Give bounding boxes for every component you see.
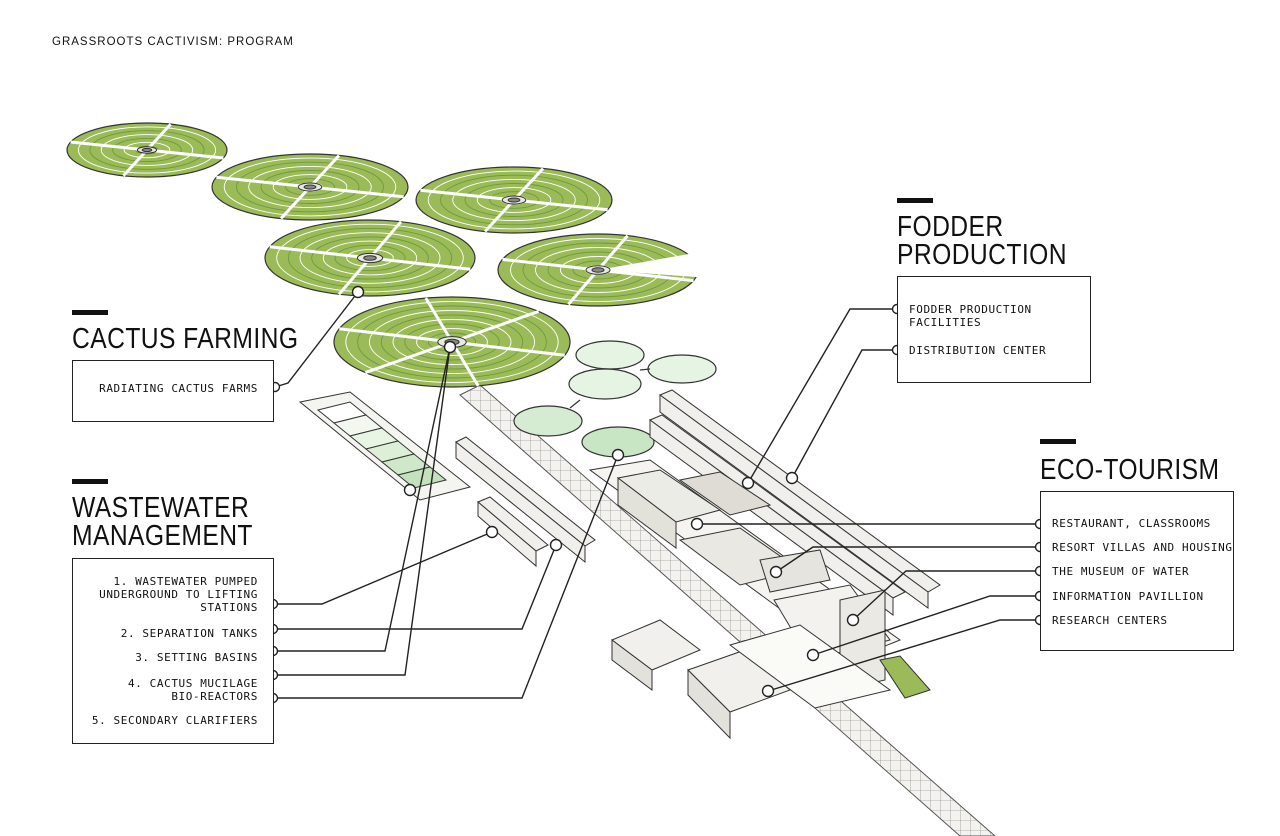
cactus-farm-5 — [497, 233, 700, 307]
label-distribution-center: DISTRIBUTION CENTER — [909, 344, 1047, 357]
fodder-label-box — [897, 276, 1091, 383]
fodder-buildings — [455, 389, 941, 616]
label-research-centers: RESEARCH CENTERS — [1052, 614, 1168, 627]
secondary-clarifiers — [513, 340, 717, 458]
setting-basins — [298, 391, 472, 501]
fodder-title-1: FODDER — [897, 211, 1004, 243]
label-restaurant-classrooms: RESTAURANT, CLASSROOMS — [1052, 517, 1211, 530]
wastewater-section-bar — [72, 479, 108, 484]
label-museum-of-water: THE MUSEUM OF WATER — [1052, 565, 1190, 578]
wastewater-label-box — [72, 558, 274, 744]
label-bio-reactors: 4. CACTUS MUCILAGE BIO-REACTORS — [127, 677, 258, 703]
cactus-farm-1 — [66, 122, 228, 178]
eco-tourism-buildings — [588, 459, 931, 740]
fodder-section-bar — [897, 198, 933, 203]
cactus-farm-2 — [211, 153, 409, 221]
eco-section-bar — [1040, 439, 1076, 444]
cactus-farm-4 — [264, 219, 476, 297]
wastewater-title-1: WASTEWATER — [72, 492, 250, 524]
wastewater-title-2: MANAGEMENT — [72, 520, 253, 552]
label-separation-tanks: 2. SEPARATION TANKS — [120, 627, 258, 640]
page-title: GRASSROOTS CACTIVISM: PROGRAM — [52, 36, 294, 48]
cactus-section-title: CACTUS FARMING — [72, 323, 299, 355]
label-fodder-facilities: FODDER PRODUCTION FACILITIES — [909, 303, 1032, 329]
label-setting-basins: 3. SETTING BASINS — [135, 651, 258, 664]
cactus-label-box — [72, 360, 274, 422]
label-secondary-clarifiers: 5. SECONDARY CLARIFIERS — [91, 714, 258, 727]
eco-section-title: ECO-TOURISM — [1040, 454, 1220, 486]
fodder-title-2: PRODUCTION — [897, 239, 1067, 271]
label-wastewater-pumped: 1. WASTEWATER PUMPED UNDERGROUND TO LIFT… — [99, 575, 258, 614]
label-information-pavillion: INFORMATION PAVILLION — [1052, 590, 1204, 603]
label-resort-villas: RESORT VILLAS AND HOUSING — [1052, 541, 1233, 554]
cactus-section-bar — [72, 310, 108, 315]
label-radiating-cactus-farms: RADIATING CACTUS FARMS — [99, 382, 258, 395]
cactus-farm-3 — [415, 166, 613, 234]
eco-label-box — [1040, 491, 1234, 651]
